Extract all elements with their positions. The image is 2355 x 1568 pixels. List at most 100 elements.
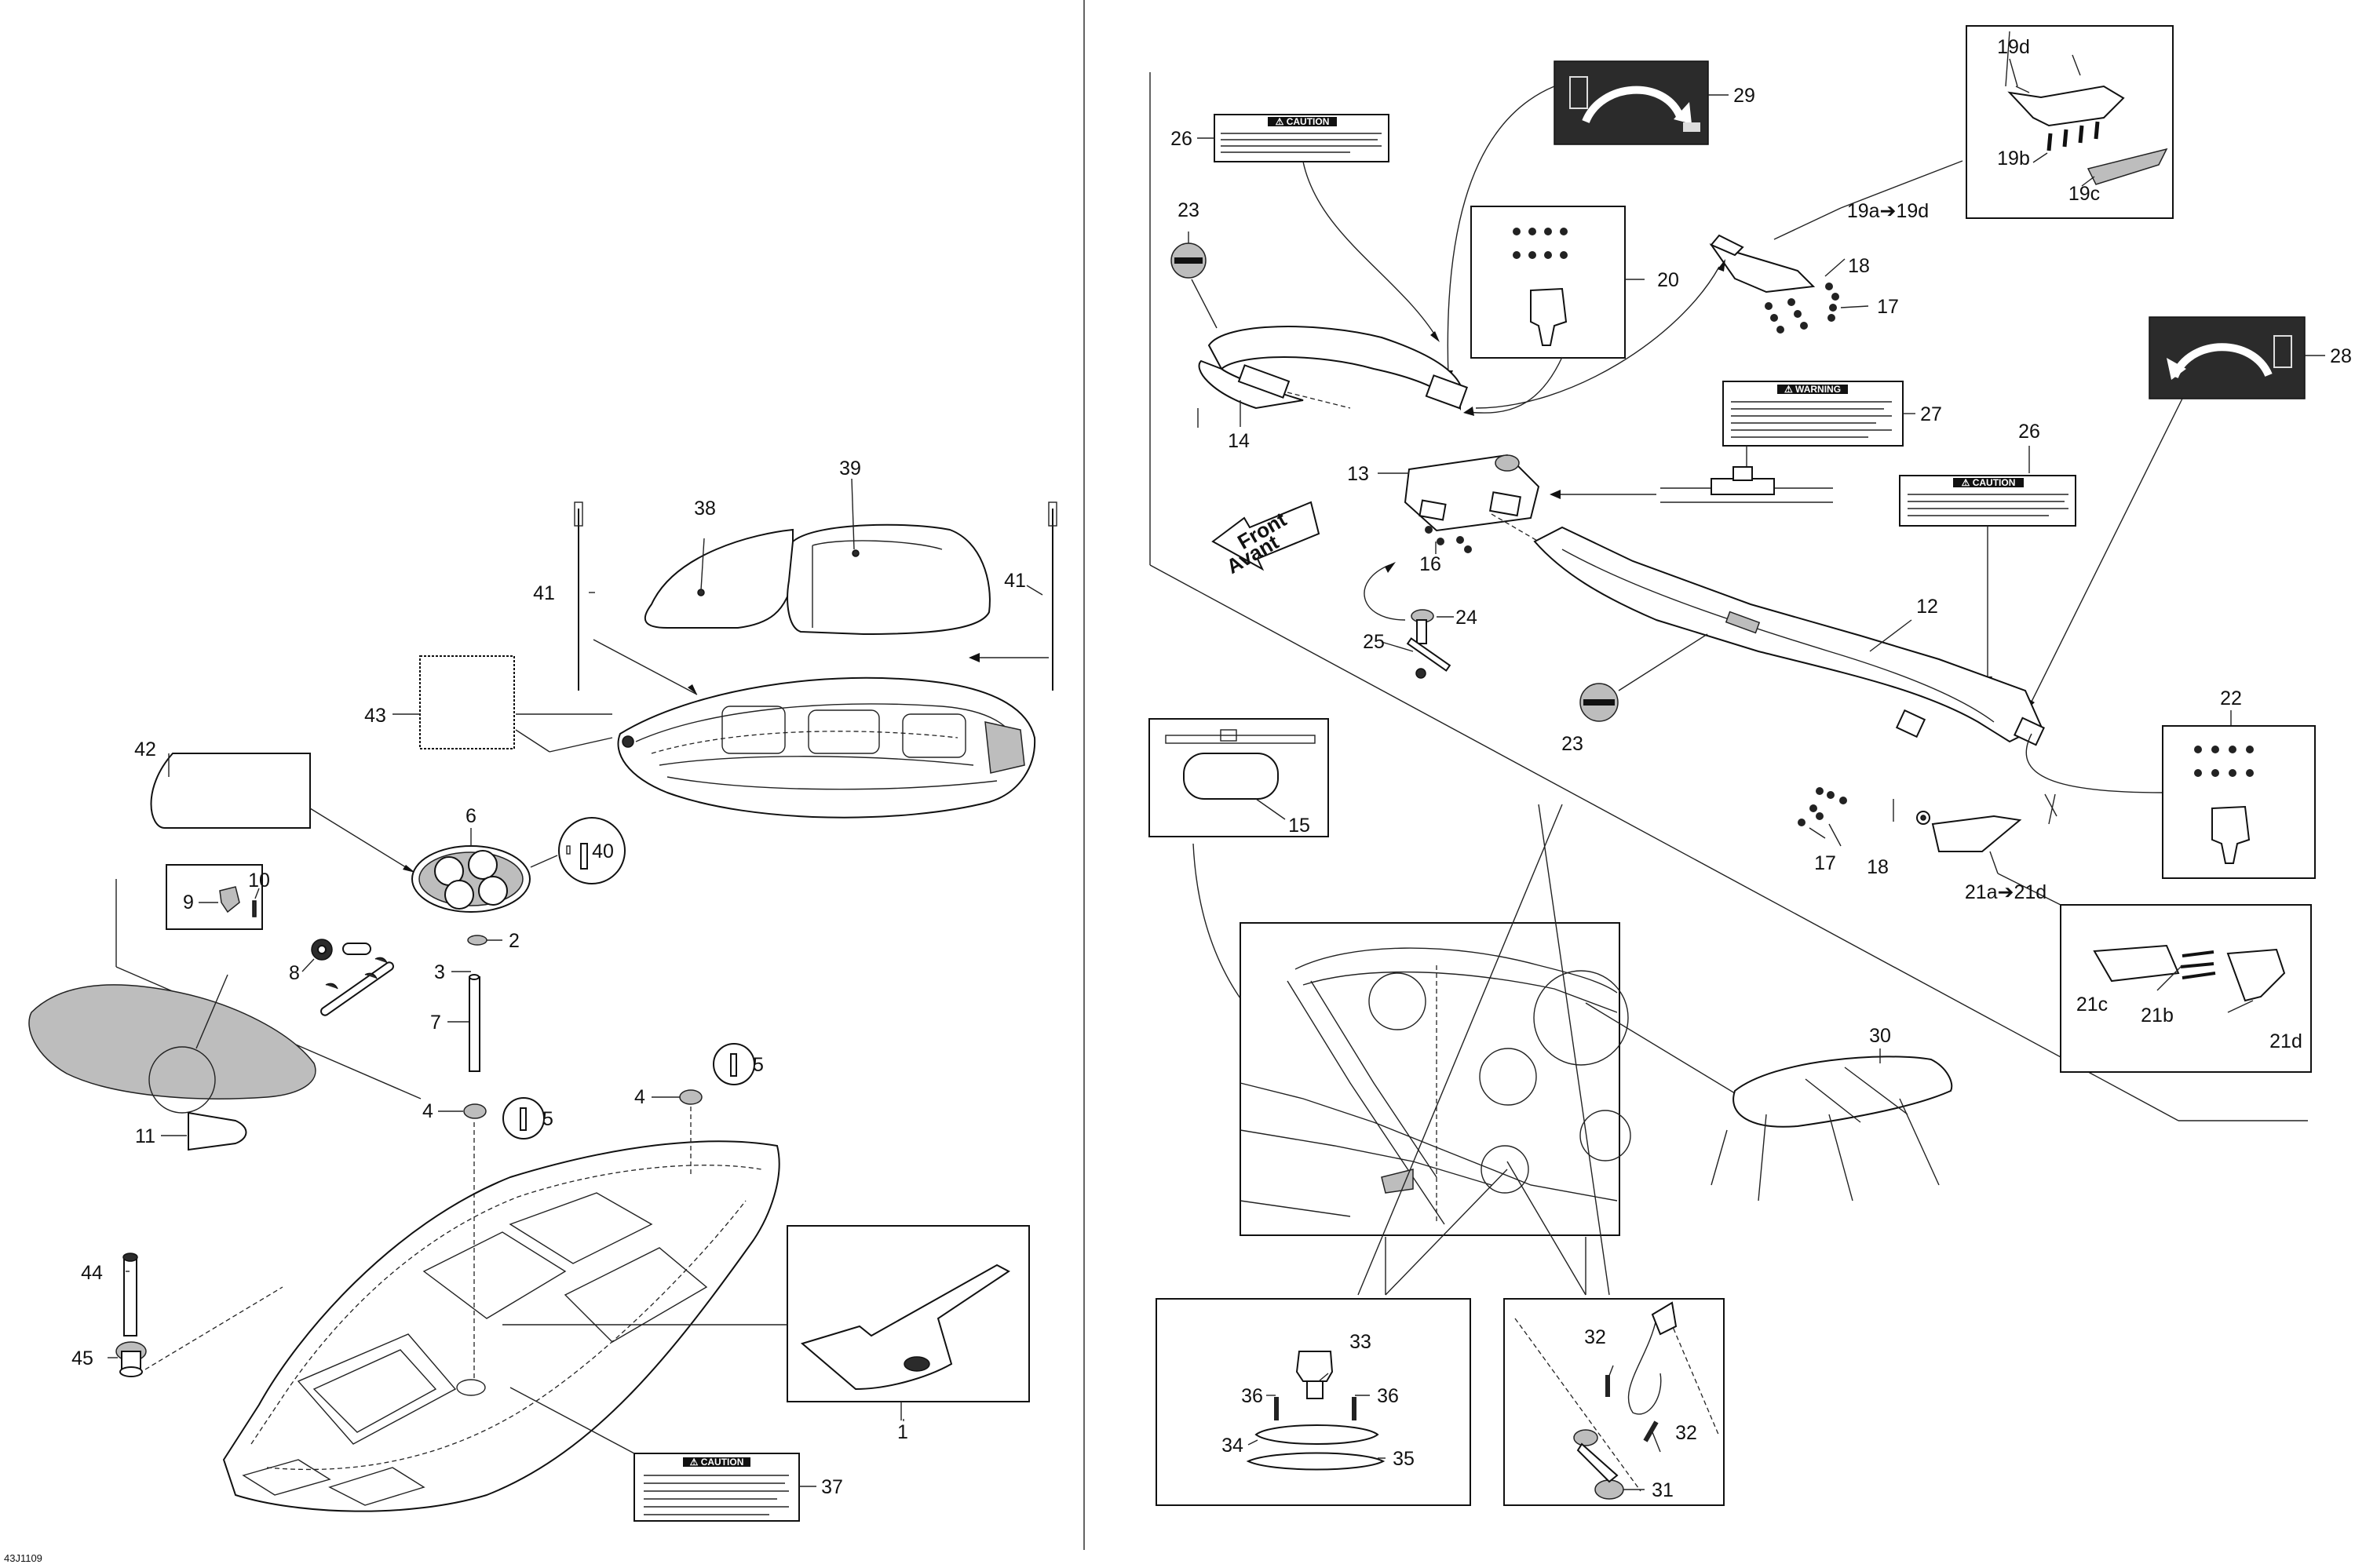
- callout-7: 7: [430, 1012, 441, 1034]
- callout-41a: 41: [533, 582, 555, 604]
- right-section-border-diag: [1149, 564, 2179, 1121]
- callout-20: 20: [1657, 269, 1679, 291]
- callout-17b: 17: [1814, 852, 1836, 874]
- callout-14: 14: [1228, 430, 1250, 452]
- part-45-fitting: [115, 1341, 147, 1377]
- caution-label-37-text: ⚠ CAUTION: [690, 1457, 744, 1468]
- part-33-36-box: [1156, 1298, 1471, 1506]
- callout-4b: 4: [422, 1100, 433, 1122]
- callout-37: 37: [821, 1476, 843, 1498]
- callout-19c: 19c: [2068, 183, 2100, 205]
- callout-39: 39: [839, 458, 861, 480]
- callout-45: 45: [71, 1347, 93, 1369]
- boat-main-view: [222, 1107, 780, 1512]
- callout-21: 21a➔21d: [1965, 881, 2046, 903]
- part-2-washer: [467, 935, 487, 946]
- callout-21c: 21c: [2076, 994, 2108, 1016]
- callout-41b: 41: [1004, 570, 1026, 592]
- callout-42: 42: [134, 738, 156, 760]
- callout-43: 43: [364, 705, 386, 727]
- part-12-tower-beam: [1491, 513, 2045, 746]
- callout-29: 29: [1733, 85, 1755, 107]
- callout-21b: 21b: [2141, 1005, 2174, 1026]
- part-40-callout-circle: [558, 817, 626, 884]
- callout-30: 30: [1869, 1025, 1891, 1047]
- callout-1: 1: [897, 1421, 908, 1443]
- part-19-bracket: [1709, 243, 1816, 294]
- part-37-caution-label: [633, 1453, 800, 1522]
- part-1-strip: [800, 1264, 1010, 1391]
- front-arrow: Front Avant: [1211, 501, 1320, 578]
- part-28-dark-label: [2149, 316, 2306, 399]
- callout-34: 34: [1221, 1435, 1243, 1457]
- callout-25: 25: [1363, 631, 1385, 653]
- part-33-clip: [1295, 1351, 1334, 1399]
- callout-5b: 5: [542, 1108, 553, 1130]
- callout-27: 27: [1920, 403, 1942, 425]
- boat-top-view-upper: [617, 676, 1036, 819]
- callout-12: 12: [1916, 596, 1938, 618]
- part-44-post: [123, 1256, 137, 1336]
- callout-26a: 26: [1170, 128, 1192, 150]
- part-43-panel: [419, 655, 515, 749]
- callout-18b: 18: [1867, 856, 1889, 878]
- callout-4a: 4: [634, 1086, 645, 1108]
- part-21-bracket: [1931, 815, 2022, 852]
- part-31-32-box: [1503, 1298, 1725, 1506]
- callout-32b: 32: [1675, 1422, 1697, 1444]
- callout-44: 44: [81, 1262, 103, 1284]
- warning-label-27-text: ⚠ WARNING: [1784, 384, 1841, 395]
- part-13-mount: [1404, 454, 1540, 532]
- part-31-anchor: [1573, 1429, 1624, 1500]
- callout-23a: 23: [1178, 199, 1199, 221]
- caution-label-26-top-text: ⚠ CAUTION: [1276, 116, 1330, 127]
- part-39-cushion: [787, 523, 991, 636]
- callout-8: 8: [289, 962, 300, 984]
- part-30-bimini-box: [1240, 922, 1620, 1236]
- part-6-storage-lid: [411, 845, 531, 913]
- callout-40: 40: [592, 841, 614, 862]
- callout-28: 28: [2330, 345, 2352, 367]
- callout-2: 2: [509, 930, 520, 952]
- callout-17a: 17: [1877, 296, 1899, 318]
- callout-33: 33: [1349, 1331, 1371, 1353]
- part-11-plate: [188, 1111, 247, 1151]
- callout-13: 13: [1347, 463, 1369, 485]
- callout-5a: 5: [753, 1054, 764, 1076]
- callout-26b: 26: [2018, 421, 2040, 443]
- callout-19: 19a➔19d: [1847, 200, 1929, 222]
- callout-24: 24: [1455, 607, 1477, 629]
- part-22-box: [2162, 725, 2316, 879]
- callout-32a: 32: [1584, 1326, 1606, 1348]
- part-11-seat-shell: [28, 984, 316, 1099]
- callout-31: 31: [1652, 1479, 1674, 1501]
- callout-35: 35: [1393, 1448, 1415, 1470]
- callout-38: 38: [694, 498, 716, 520]
- callout-36a: 36: [1241, 1385, 1263, 1407]
- callout-21d: 21d: [2269, 1030, 2302, 1052]
- callout-18a: 18: [1848, 255, 1870, 277]
- part-34-base: [1254, 1424, 1379, 1445]
- part-42-pad: [150, 753, 311, 829]
- callout-6: 6: [466, 805, 476, 827]
- part-14-tower-arch: [1198, 326, 1469, 411]
- callouts: 1 2 3 4 4 5 5 6 7 8 9 10 11 12 13 14 15 …: [71, 36, 2352, 1501]
- callout-19b: 19b: [1997, 148, 2030, 170]
- callout-10: 10: [248, 870, 270, 892]
- part-29-dark-label: [1554, 60, 1709, 145]
- callout-22: 22: [2220, 687, 2242, 709]
- callout-11: 11: [135, 1125, 155, 1147]
- callout-19d: 19d: [1997, 36, 2030, 58]
- diagram-id: 43J1109: [4, 1552, 42, 1564]
- part-30-bimini-top: [1711, 1056, 1953, 1202]
- caution-label-26-right-text: ⚠ CAUTION: [1962, 477, 2016, 488]
- callout-9: 9: [183, 892, 194, 913]
- callout-36b: 36: [1377, 1385, 1399, 1407]
- part-38-cushion: [644, 528, 794, 629]
- part-24-25-bolts: [1406, 609, 1451, 679]
- callout-15: 15: [1288, 815, 1310, 837]
- callout-23b: 23: [1561, 733, 1583, 755]
- callout-16: 16: [1419, 553, 1441, 575]
- callout-3: 3: [434, 961, 445, 983]
